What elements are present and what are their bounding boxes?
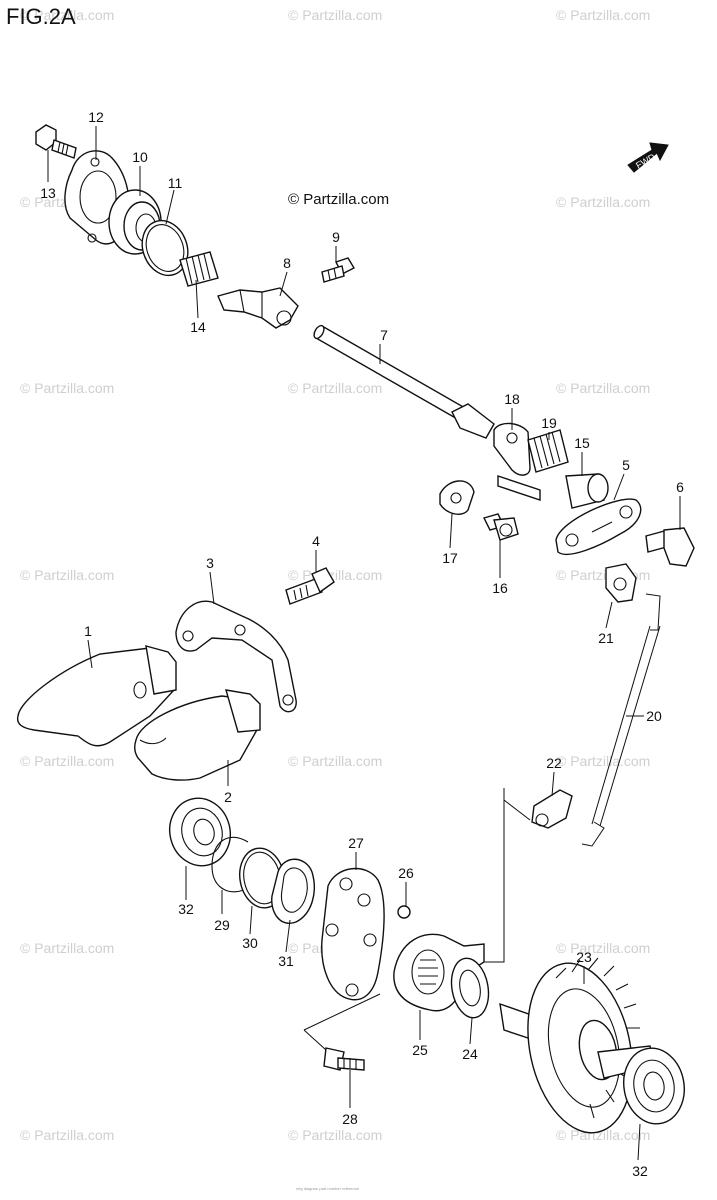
watermark: © Partzilla.com bbox=[288, 567, 383, 583]
watermark: © Partzilla.com bbox=[20, 940, 115, 956]
part-17-gasket bbox=[439, 480, 475, 515]
callout-19: 19 bbox=[541, 415, 557, 431]
callout-15: 15 bbox=[574, 435, 590, 451]
callout-26: 26 bbox=[398, 865, 414, 881]
part-1-valve bbox=[16, 645, 177, 747]
watermark: © Partzilla.com bbox=[288, 380, 383, 396]
part-32-bearing-right bbox=[623, 1047, 685, 1125]
callout-24: 24 bbox=[462, 1046, 478, 1062]
callout-1: 1 bbox=[84, 623, 92, 639]
part-11-oring bbox=[141, 219, 189, 277]
part-9-screw bbox=[321, 257, 355, 283]
callout-13: 13 bbox=[40, 185, 56, 201]
watermark: © Partzilla.com bbox=[20, 7, 115, 23]
part-23-gear-assembly bbox=[499, 957, 655, 1134]
part-28-screw bbox=[323, 1047, 365, 1071]
callout-29: 29 bbox=[214, 917, 230, 933]
callout-12: 12 bbox=[88, 109, 104, 125]
part-6-bolt bbox=[645, 527, 695, 567]
part-22-clamp bbox=[531, 789, 573, 829]
callout-28: 28 bbox=[342, 1111, 358, 1127]
part-26-dowel bbox=[397, 905, 411, 919]
callout-9: 9 bbox=[332, 229, 340, 245]
watermark: © Partzilla.com bbox=[288, 1127, 383, 1143]
callout-22: 22 bbox=[546, 755, 562, 771]
callout-32-right: 32 bbox=[632, 1163, 648, 1179]
callout-16: 16 bbox=[492, 580, 508, 596]
part-5-plate bbox=[555, 498, 642, 556]
callout-21: 21 bbox=[598, 630, 614, 646]
part-18-plate bbox=[493, 422, 541, 501]
callout-labels: 12 10 11 13 14 8 9 7 18 19 15 5 6 17 16 … bbox=[40, 109, 684, 1179]
callout-30: 30 bbox=[242, 935, 258, 951]
callout-14: 14 bbox=[190, 319, 206, 335]
watermark: © Partzilla.com bbox=[556, 940, 651, 956]
callout-18: 18 bbox=[504, 391, 520, 407]
watermark: © Partzilla.com bbox=[556, 194, 651, 210]
watermark: © Partzilla.com bbox=[556, 753, 651, 769]
part-7-shaft bbox=[313, 324, 495, 439]
part-2-valve bbox=[133, 689, 261, 781]
part-16-bolt bbox=[482, 513, 519, 541]
callout-8: 8 bbox=[283, 255, 291, 271]
callout-17: 17 bbox=[442, 550, 458, 566]
watermark: © Partzilla.com bbox=[20, 1127, 115, 1143]
part-20-rod bbox=[581, 593, 661, 847]
part-3-gasket bbox=[175, 600, 297, 713]
part-8-lever bbox=[217, 287, 299, 329]
part-4-bolt bbox=[285, 567, 335, 605]
part-27-plate bbox=[321, 867, 385, 1001]
callout-3: 3 bbox=[206, 555, 214, 571]
watermark: © Partzilla.com bbox=[20, 753, 115, 769]
copyright-notice: © Partzilla.com bbox=[288, 191, 390, 208]
watermark: © Partzilla.com bbox=[288, 753, 383, 769]
figure-title: FIG.2A bbox=[6, 4, 76, 29]
callout-20: 20 bbox=[646, 708, 662, 724]
callout-5: 5 bbox=[622, 457, 630, 473]
callout-10: 10 bbox=[132, 149, 148, 165]
callout-4: 4 bbox=[312, 533, 320, 549]
part-19-spring bbox=[527, 429, 569, 473]
part-21-clip bbox=[605, 563, 637, 603]
callout-2: 2 bbox=[224, 789, 232, 805]
fwd-arrow-icon: FWD bbox=[627, 142, 669, 173]
callout-32-left: 32 bbox=[178, 901, 194, 917]
callout-27: 27 bbox=[348, 835, 364, 851]
watermark: © Partzilla.com bbox=[20, 380, 115, 396]
callout-6: 6 bbox=[676, 479, 684, 495]
callout-31: 31 bbox=[278, 953, 294, 969]
callout-7: 7 bbox=[380, 327, 388, 343]
callout-23: 23 bbox=[576, 949, 592, 965]
part-31-seal bbox=[271, 858, 315, 924]
part-15-collar bbox=[565, 473, 609, 509]
watermark: © Partzilla.com bbox=[288, 7, 383, 23]
part-14-spring bbox=[179, 251, 219, 287]
watermark: © Partzilla.com bbox=[20, 567, 115, 583]
callout-11: 11 bbox=[168, 175, 183, 191]
watermark: © Partzilla.com bbox=[556, 380, 651, 396]
part-24-washer bbox=[450, 957, 490, 1019]
footer-text: mfg diagram part number reference bbox=[296, 1186, 359, 1191]
callout-25: 25 bbox=[412, 1042, 428, 1058]
leader-lines bbox=[47, 126, 681, 1161]
watermark: © Partzilla.com bbox=[556, 7, 651, 23]
part-13-bolt bbox=[35, 124, 77, 159]
